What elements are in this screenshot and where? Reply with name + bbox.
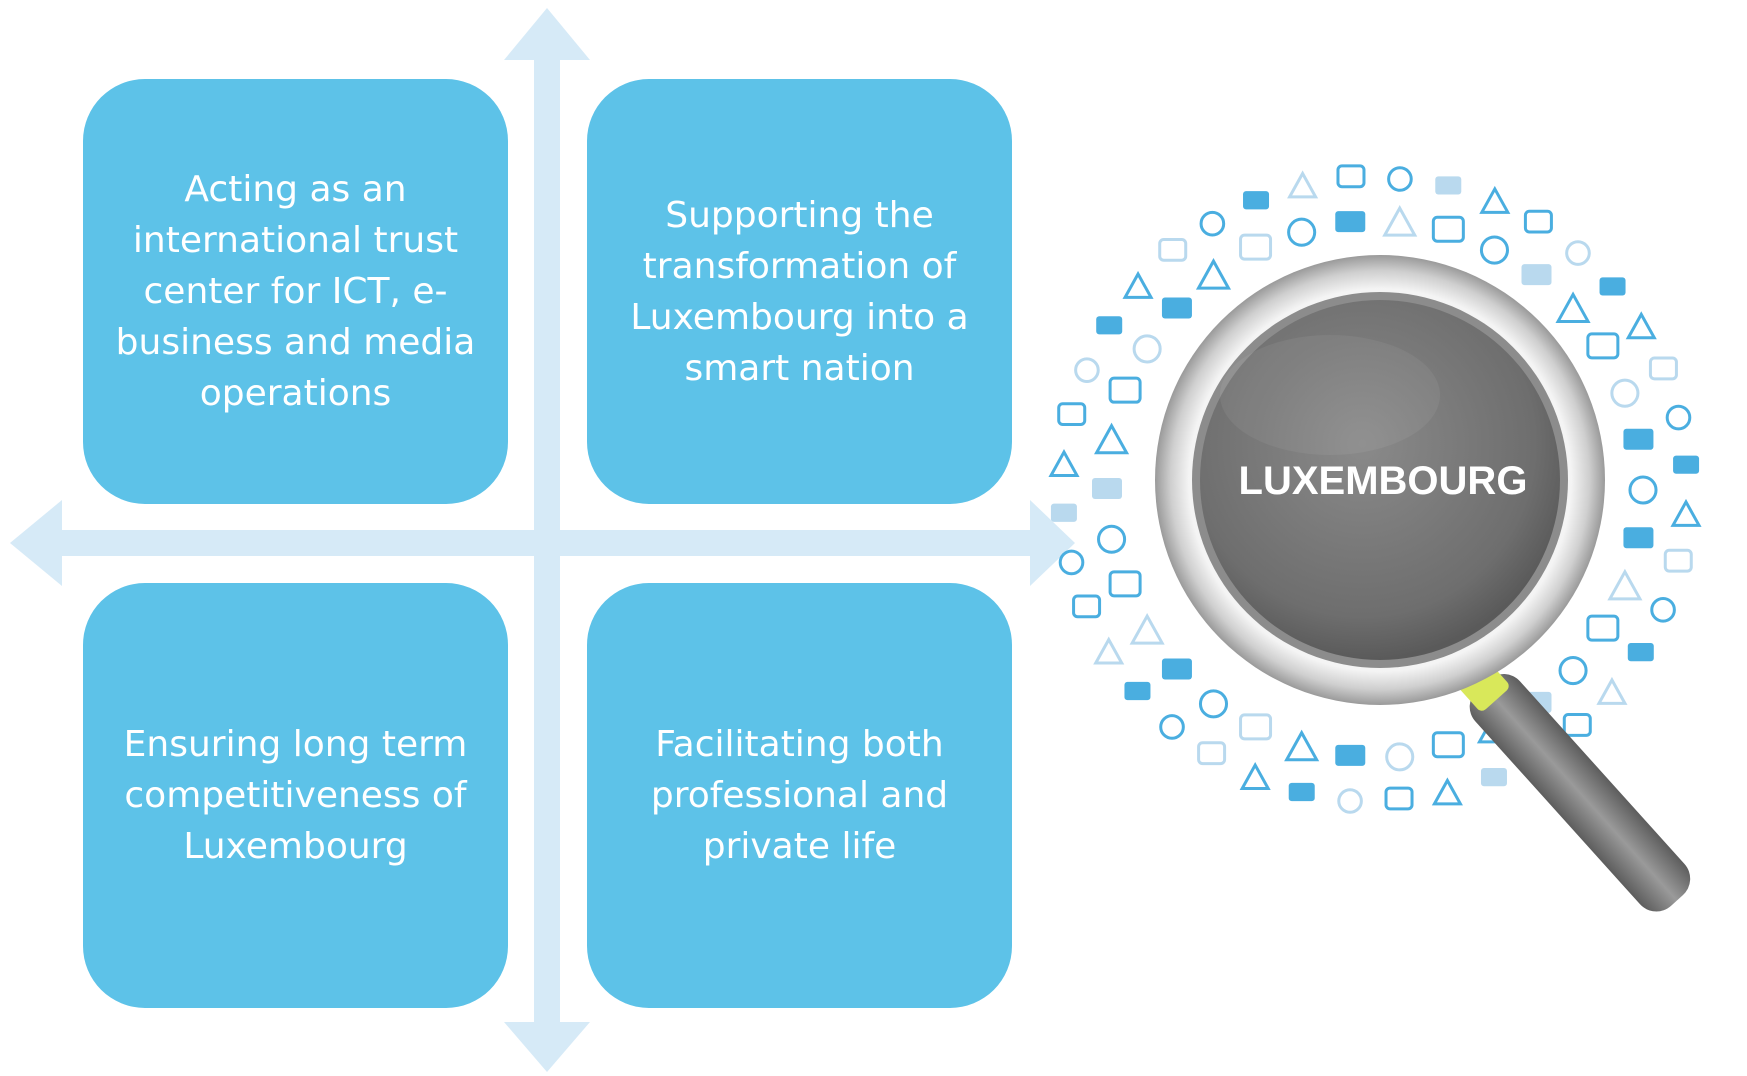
rocket-icon <box>1197 741 1227 766</box>
bar-chart-icon <box>1599 277 1626 296</box>
thumbs-up-icon <box>1161 658 1192 680</box>
money-icon <box>1122 270 1154 299</box>
trash-icon <box>1048 448 1080 477</box>
up-arrow <box>504 8 590 60</box>
trash-icon <box>1670 498 1702 527</box>
money-icon <box>1596 676 1628 705</box>
flask-icon <box>1385 742 1415 772</box>
database-icon <box>1195 258 1232 290</box>
quadrant-bottom-left: Ensuring long term competitiveness of Lu… <box>83 583 508 1008</box>
globe-icon <box>1610 378 1640 408</box>
checkmark-icon <box>1284 729 1320 762</box>
checkmark-icon <box>1093 636 1125 665</box>
megaphone-icon <box>1335 211 1366 233</box>
printer-icon <box>1387 166 1413 192</box>
user-icon <box>1092 478 1122 499</box>
megaphone-icon <box>1435 176 1462 195</box>
database-icon <box>1287 170 1319 199</box>
quadrant-top-left-text: Acting as an international trust center … <box>115 169 476 414</box>
thumbs-up-icon <box>1050 503 1077 522</box>
chat-icon <box>1336 164 1366 189</box>
bar-chart-icon <box>1124 681 1151 701</box>
camera-icon <box>1132 334 1162 364</box>
newspaper-icon <box>1623 527 1654 549</box>
vertical-axis <box>534 50 560 1040</box>
flask-icon <box>1565 240 1591 266</box>
stopwatch-icon <box>1648 356 1678 381</box>
globe-icon <box>1665 404 1692 431</box>
globe-icon <box>1058 549 1085 576</box>
quadrant-bottom-right: Facilitating both professional and priva… <box>587 583 1012 1008</box>
building-icon <box>1382 205 1418 237</box>
icon-ring <box>1048 164 1702 814</box>
rocket-icon <box>1431 215 1465 243</box>
stopwatch-icon <box>1586 332 1620 360</box>
database-icon <box>1431 777 1463 806</box>
pie-chart-icon <box>1562 713 1592 737</box>
camera-icon <box>1199 210 1226 237</box>
magnifier-lens <box>1200 300 1560 660</box>
thumbs-up-icon <box>1623 428 1654 450</box>
quadrant-top-left: Acting as an international trust center … <box>83 79 508 504</box>
newspaper-icon <box>1480 768 1507 787</box>
building-icon <box>1239 761 1271 790</box>
right-arrow <box>1030 500 1075 586</box>
rocket-icon <box>1431 731 1465 759</box>
newspaper-icon <box>1161 297 1192 319</box>
checkmark-icon <box>1555 291 1591 323</box>
chat-icon <box>1384 786 1414 811</box>
camera-icon <box>1628 475 1658 505</box>
down-arrow <box>504 1022 590 1072</box>
rocket-icon <box>1523 209 1553 234</box>
quadrant-top-right: Supporting the transformation of Luxembo… <box>587 79 1012 504</box>
money-icon <box>1094 422 1130 455</box>
flask-icon <box>1479 235 1510 265</box>
pie-chart-icon <box>1108 376 1142 404</box>
building-icon <box>1479 185 1511 214</box>
magnifier-graphic: LUXEMBOURG <box>1048 164 1702 912</box>
quadrant-top-right-text: Supporting the transformation of Luxembo… <box>630 194 969 389</box>
left-arrow <box>10 500 62 586</box>
printer-icon <box>1558 656 1588 686</box>
trash-icon <box>1129 612 1165 645</box>
quadrant-bottom-left-text: Ensuring long term competitiveness of Lu… <box>123 724 468 867</box>
flask-icon <box>1159 714 1185 740</box>
database-icon <box>1607 568 1643 601</box>
leaf-icon <box>1650 597 1676 623</box>
stopwatch-icon <box>1072 594 1102 619</box>
thumbs-up-icon <box>1673 455 1700 474</box>
quadrant-bottom-right-text: Facilitating both professional and priva… <box>650 724 949 867</box>
bar-chart-icon <box>1335 744 1366 766</box>
user-icon <box>1627 643 1654 662</box>
shopping-cart-icon <box>1057 402 1087 427</box>
shopping-cart-icon <box>1108 570 1142 598</box>
magnifier-label: LUXEMBOURG <box>1239 459 1528 503</box>
globe-icon <box>1198 689 1229 719</box>
newspaper-icon <box>1243 191 1270 210</box>
leaf-icon <box>1097 524 1127 554</box>
chat-icon <box>1239 233 1273 261</box>
leaf-icon <box>1074 357 1100 383</box>
printer-icon <box>1337 788 1363 814</box>
pie-chart-icon <box>1158 237 1188 262</box>
user-icon <box>1096 316 1123 335</box>
printer-icon <box>1287 217 1317 247</box>
checkmark-icon <box>1625 311 1657 340</box>
stopwatch-icon <box>1239 713 1273 741</box>
megaphone-icon <box>1288 782 1315 802</box>
bar-chart-icon <box>1521 264 1552 286</box>
chat-icon <box>1586 614 1620 642</box>
shopping-cart-icon <box>1663 548 1693 573</box>
